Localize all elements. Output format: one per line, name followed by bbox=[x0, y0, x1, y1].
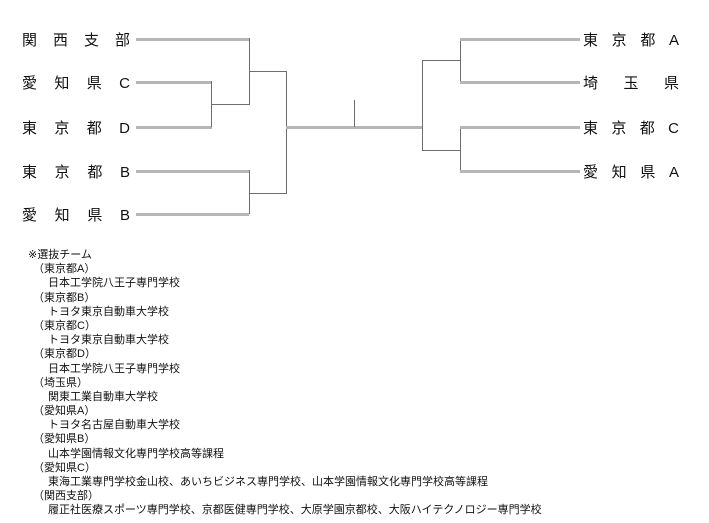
legend-group-aichi-b: （愛知県B） bbox=[33, 433, 96, 446]
legend-group-aichi-a: （愛知県A） bbox=[33, 405, 96, 418]
legend-schools-aichi-b: 山本学園情報文化専門学校高等課程 bbox=[48, 447, 224, 460]
bracket-connector-right-final bbox=[422, 60, 423, 151]
team-label-right-2: 埼 玉 県 bbox=[583, 75, 679, 92]
legend-group-tokyo-c: （東京都C） bbox=[33, 319, 96, 332]
bracket-line-left-lower-winner bbox=[249, 193, 287, 194]
bracket-line-left-cd-winner bbox=[211, 104, 250, 105]
legend-group-aichi-c: （愛知県C） bbox=[33, 461, 96, 474]
bracket-connector-right-upper bbox=[460, 38, 461, 82]
bracket-champion-tick bbox=[354, 100, 355, 127]
bracket-connector-right-lower bbox=[460, 126, 461, 171]
legend-group-tokyo-b: （東京都B） bbox=[33, 291, 96, 304]
bracket-line-right-lower-winner bbox=[422, 150, 461, 151]
bracket-line-right-seed-2 bbox=[460, 81, 580, 84]
legend-schools-aichi-c: 東海工業専門学校金山校、あいちビジネス専門学校、山本学園情報文化専門学校高等課程 bbox=[48, 476, 488, 488]
team-label-left-2: 愛 知 県 C bbox=[22, 75, 130, 92]
bracket-line-left-seed-5 bbox=[136, 213, 249, 216]
team-label-left-1: 関 西 支 部 bbox=[22, 32, 130, 49]
bracket-line-left-seed-1 bbox=[136, 38, 249, 41]
bracket-line-right-seed-1 bbox=[460, 38, 580, 41]
bracket-line-left-seed-3 bbox=[136, 126, 212, 129]
bracket-diagram: 関 西 支 部 愛 知 県 C 東 京 都 D 東 京 都 B 愛 知 県 B … bbox=[0, 0, 709, 240]
legend-group-kansai: （関西支部） bbox=[33, 490, 99, 503]
legend-group-tokyo-a: （東京都A） bbox=[33, 263, 96, 276]
legend-schools-tokyo-b: トヨタ東京自動車大学校 bbox=[48, 305, 169, 318]
bracket-line-right-upper-winner bbox=[422, 60, 461, 61]
bracket-line-left-seed-4 bbox=[136, 170, 249, 173]
team-label-right-4: 愛 知 県 A bbox=[583, 164, 679, 181]
legend-schools-tokyo-c: トヨタ東京自動車大学校 bbox=[48, 334, 169, 347]
legend-schools-saitama: 関東工業自動車大学校 bbox=[48, 390, 158, 403]
bracket-line-right-seed-3 bbox=[460, 126, 580, 129]
legend-heading: ※選抜チーム bbox=[28, 249, 92, 261]
legend-schools-aichi-a: トヨタ名古屋自動車大学校 bbox=[48, 419, 180, 432]
team-label-left-5: 愛 知 県 B bbox=[22, 207, 130, 224]
bracket-line-left-seed-2 bbox=[136, 81, 212, 84]
team-label-left-4: 東 京 都 B bbox=[22, 164, 130, 181]
legend-schools-tokyo-d: 日本工学院八王子専門学校 bbox=[48, 362, 180, 375]
legend-group-saitama: （埼玉県） bbox=[33, 376, 88, 389]
selected-teams-legend: ※選抜チーム （東京都A） 日本工学院八王子専門学校 （東京都B） トヨタ東京自… bbox=[0, 248, 709, 518]
team-label-right-3: 東 京 都 C bbox=[583, 120, 679, 137]
bracket-line-right-seed-4 bbox=[460, 170, 580, 173]
bracket-line-final bbox=[286, 126, 423, 129]
bracket-line-left-upper-winner bbox=[249, 71, 287, 72]
legend-schools-kansai: 履正社医療スポーツ専門学校、京都医健専門学校、大原学園京都校、大阪ハイテクノロジ… bbox=[48, 504, 542, 517]
legend-schools-tokyo-a: 日本工学院八王子専門学校 bbox=[48, 277, 180, 290]
team-label-right-1: 東 京 都 A bbox=[583, 32, 679, 49]
bracket-connector-left-lower bbox=[249, 170, 250, 214]
legend-group-tokyo-d: （東京都D） bbox=[33, 348, 96, 361]
bracket-connector-left-final bbox=[286, 71, 287, 194]
team-label-left-3: 東 京 都 D bbox=[22, 120, 130, 137]
